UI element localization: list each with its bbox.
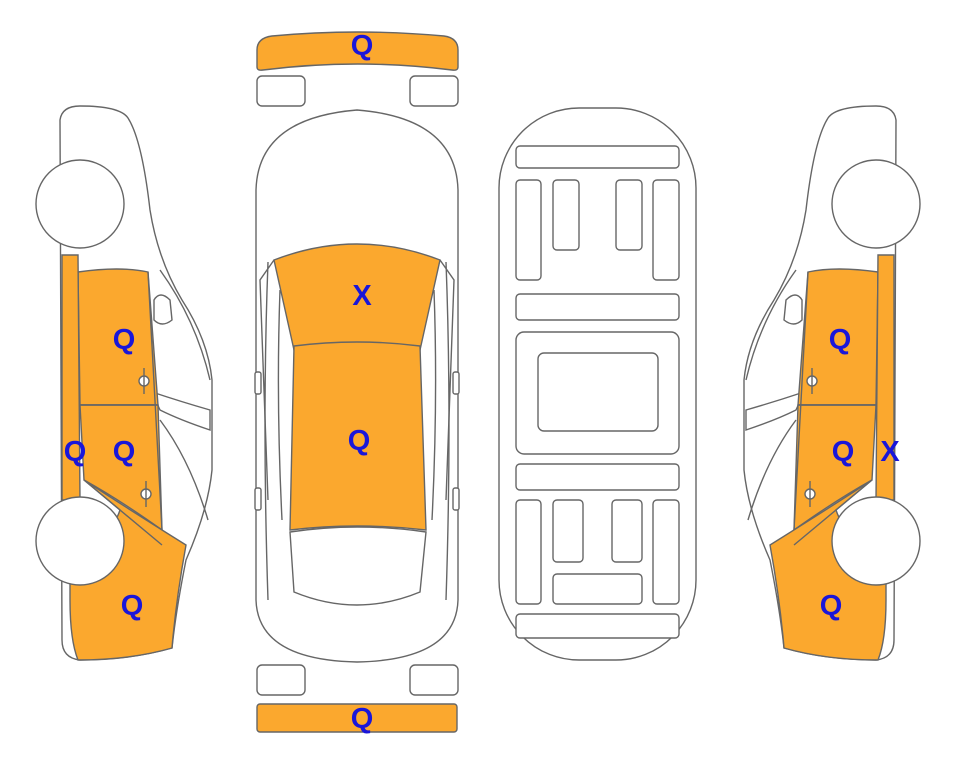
- left-quarter-mark: Q: [121, 590, 144, 622]
- top-rear-bumper-panel[interactable]: [256, 703, 458, 733]
- top-front-bumper-mark: Q: [351, 30, 374, 62]
- underbody-front-right-box: [615, 179, 643, 251]
- left-mirror: [153, 294, 173, 325]
- underbody-rear-right-box: [611, 499, 643, 563]
- left-side-view: Q Q Q Q: [35, 105, 213, 661]
- right-side-view: Q Q X Q: [743, 105, 921, 661]
- underbody-mid-rear-bar: [515, 463, 680, 491]
- underbody-mid-front-bar: [515, 293, 680, 321]
- top-right-window-line: [431, 289, 437, 521]
- top-rear-bumper-mark: Q: [351, 703, 374, 735]
- left-front-door-panel[interactable]: [77, 268, 159, 406]
- left-rear-door-handle: [140, 481, 152, 507]
- left-front-door-mark: Q: [113, 324, 136, 356]
- underbody-rear-crossmember: [515, 613, 680, 639]
- right-rear-door-mark: Q: [832, 436, 855, 468]
- top-rear-right-light: [409, 664, 459, 696]
- right-front-door-panel[interactable]: [797, 268, 879, 406]
- underbody-front-right-rail: [652, 179, 680, 281]
- right-rear-window: [747, 419, 797, 521]
- underbody-front-left-rail: [515, 179, 542, 281]
- top-right-mirror: [452, 371, 460, 395]
- left-windshield: [159, 269, 211, 381]
- right-door-seam: [793, 271, 876, 546]
- left-rear-wheel: [35, 496, 125, 586]
- underbody-front-crossmember: [515, 145, 680, 169]
- top-hood-mark: X: [352, 280, 372, 312]
- top-rear-window: [289, 526, 427, 606]
- left-door-seam: [80, 271, 163, 546]
- left-rear-window: [159, 419, 209, 521]
- top-left-window-line: [277, 289, 283, 521]
- left-rear-door-mark: Q: [113, 436, 136, 468]
- top-rear-left-light: [256, 664, 306, 696]
- right-front-wheel: [831, 159, 921, 249]
- top-front-right-light: [409, 75, 459, 107]
- top-left-a-pillar: [259, 259, 275, 501]
- right-rocker-mark: X: [880, 436, 900, 468]
- underbody-rear-right-rail: [652, 499, 680, 605]
- right-side-window: [745, 390, 806, 431]
- left-front-door-handle: [138, 368, 150, 394]
- top-left-handle: [254, 487, 262, 511]
- top-roof-mark: Q: [348, 425, 371, 457]
- top-front-bumper-panel[interactable]: [256, 31, 459, 71]
- top-front-left-light: [256, 75, 306, 107]
- top-left-mirror: [254, 371, 262, 395]
- top-view: Q X Q Q: [254, 30, 460, 735]
- left-side-window: [150, 390, 211, 431]
- underbody-rear-tank: [552, 573, 643, 605]
- underbody-center-plate: [537, 352, 659, 432]
- underbody-view: [498, 107, 697, 661]
- right-rear-door-handle: [804, 481, 816, 507]
- top-roof-panel[interactable]: [289, 341, 427, 531]
- top-right-handle: [452, 487, 460, 511]
- right-mirror: [783, 294, 803, 325]
- underbody-rear-left-box: [552, 499, 584, 563]
- top-right-a-pillar: [439, 259, 455, 501]
- underbody-front-left-box: [552, 179, 580, 251]
- right-quarter-mark: Q: [820, 590, 843, 622]
- underbody-rear-left-rail: [515, 499, 542, 605]
- right-windshield: [745, 269, 797, 381]
- left-front-wheel: [35, 159, 125, 249]
- right-front-door-mark: Q: [829, 324, 852, 356]
- left-rocker-mark: Q: [64, 436, 87, 468]
- right-rear-wheel: [831, 496, 921, 586]
- right-front-door-handle: [806, 368, 818, 394]
